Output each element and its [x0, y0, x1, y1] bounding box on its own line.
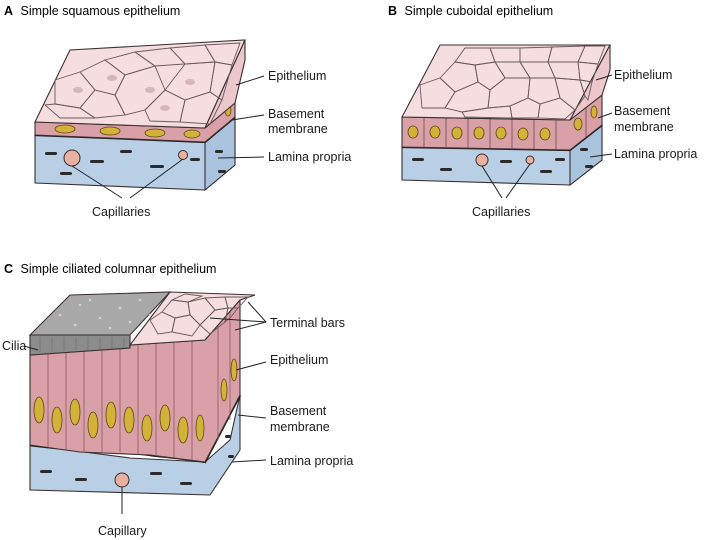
panel-c-label-basement-2: membrane [270, 420, 330, 434]
panel-c-label-epithelium: Epithelium [270, 353, 328, 367]
panel-a-title: Simple squamous epithelium [21, 4, 181, 18]
panel-a-label-epithelium: Epithelium [268, 69, 326, 83]
panel-c-letter: C [4, 262, 13, 276]
panel-a-letter: A [4, 4, 13, 18]
panel-b-letter: B [388, 4, 397, 18]
panel-b-label-capillaries: Capillaries [472, 205, 530, 219]
panel-a-label-lamina: Lamina propria [268, 150, 351, 164]
panel-a-label-basement-1: Basement [268, 107, 325, 121]
svg-text:B Simple cuboidal epithe: B Simple cuboidal epithelium [388, 4, 553, 18]
svg-text:A Simple squamous epithe: A Simple squamous epithelium [4, 4, 180, 18]
panel-c-label-terminal-bars: Terminal bars [270, 316, 345, 330]
panel-a-capillary-1 [64, 150, 80, 166]
panel-c-label-cilia: Cilia [2, 339, 26, 353]
panel-b: B Simple cuboidal epithelium [388, 4, 697, 219]
panel-c-title: Simple ciliated columnar epithelium [21, 262, 217, 276]
panel-b-title: Simple cuboidal epithelium [405, 4, 554, 18]
panel-a-label-capillaries: Capillaries [92, 205, 150, 219]
panel-c: C Simple ciliated columnar epithelium [2, 262, 353, 538]
panel-b-epithelium-surface [402, 45, 610, 120]
panel-b-label-basement-2: membrane [614, 120, 674, 134]
panel-c-label-basement-1: Basement [270, 404, 327, 418]
panel-b-capillary-2 [526, 156, 534, 164]
panel-a-epithelium-surface [35, 40, 245, 128]
panel-a-capillary-2 [179, 151, 188, 160]
panel-c-capillary [115, 473, 129, 487]
panel-a-label-basement-2: membrane [268, 122, 328, 136]
svg-text:C Simple ciliated column: C Simple ciliated columnar epithelium [4, 262, 216, 276]
panel-c-label-lamina: Lamina propria [270, 454, 353, 468]
panel-c-label-capillary: Capillary [98, 524, 147, 538]
panel-b-label-basement-1: Basement [614, 104, 671, 118]
panel-a: A Simple squamous epithelium [4, 4, 351, 219]
panel-b-label-lamina: Lamina propria [614, 147, 697, 161]
panel-b-label-epithelium: Epithelium [614, 68, 672, 82]
panel-b-capillary-1 [476, 154, 488, 166]
